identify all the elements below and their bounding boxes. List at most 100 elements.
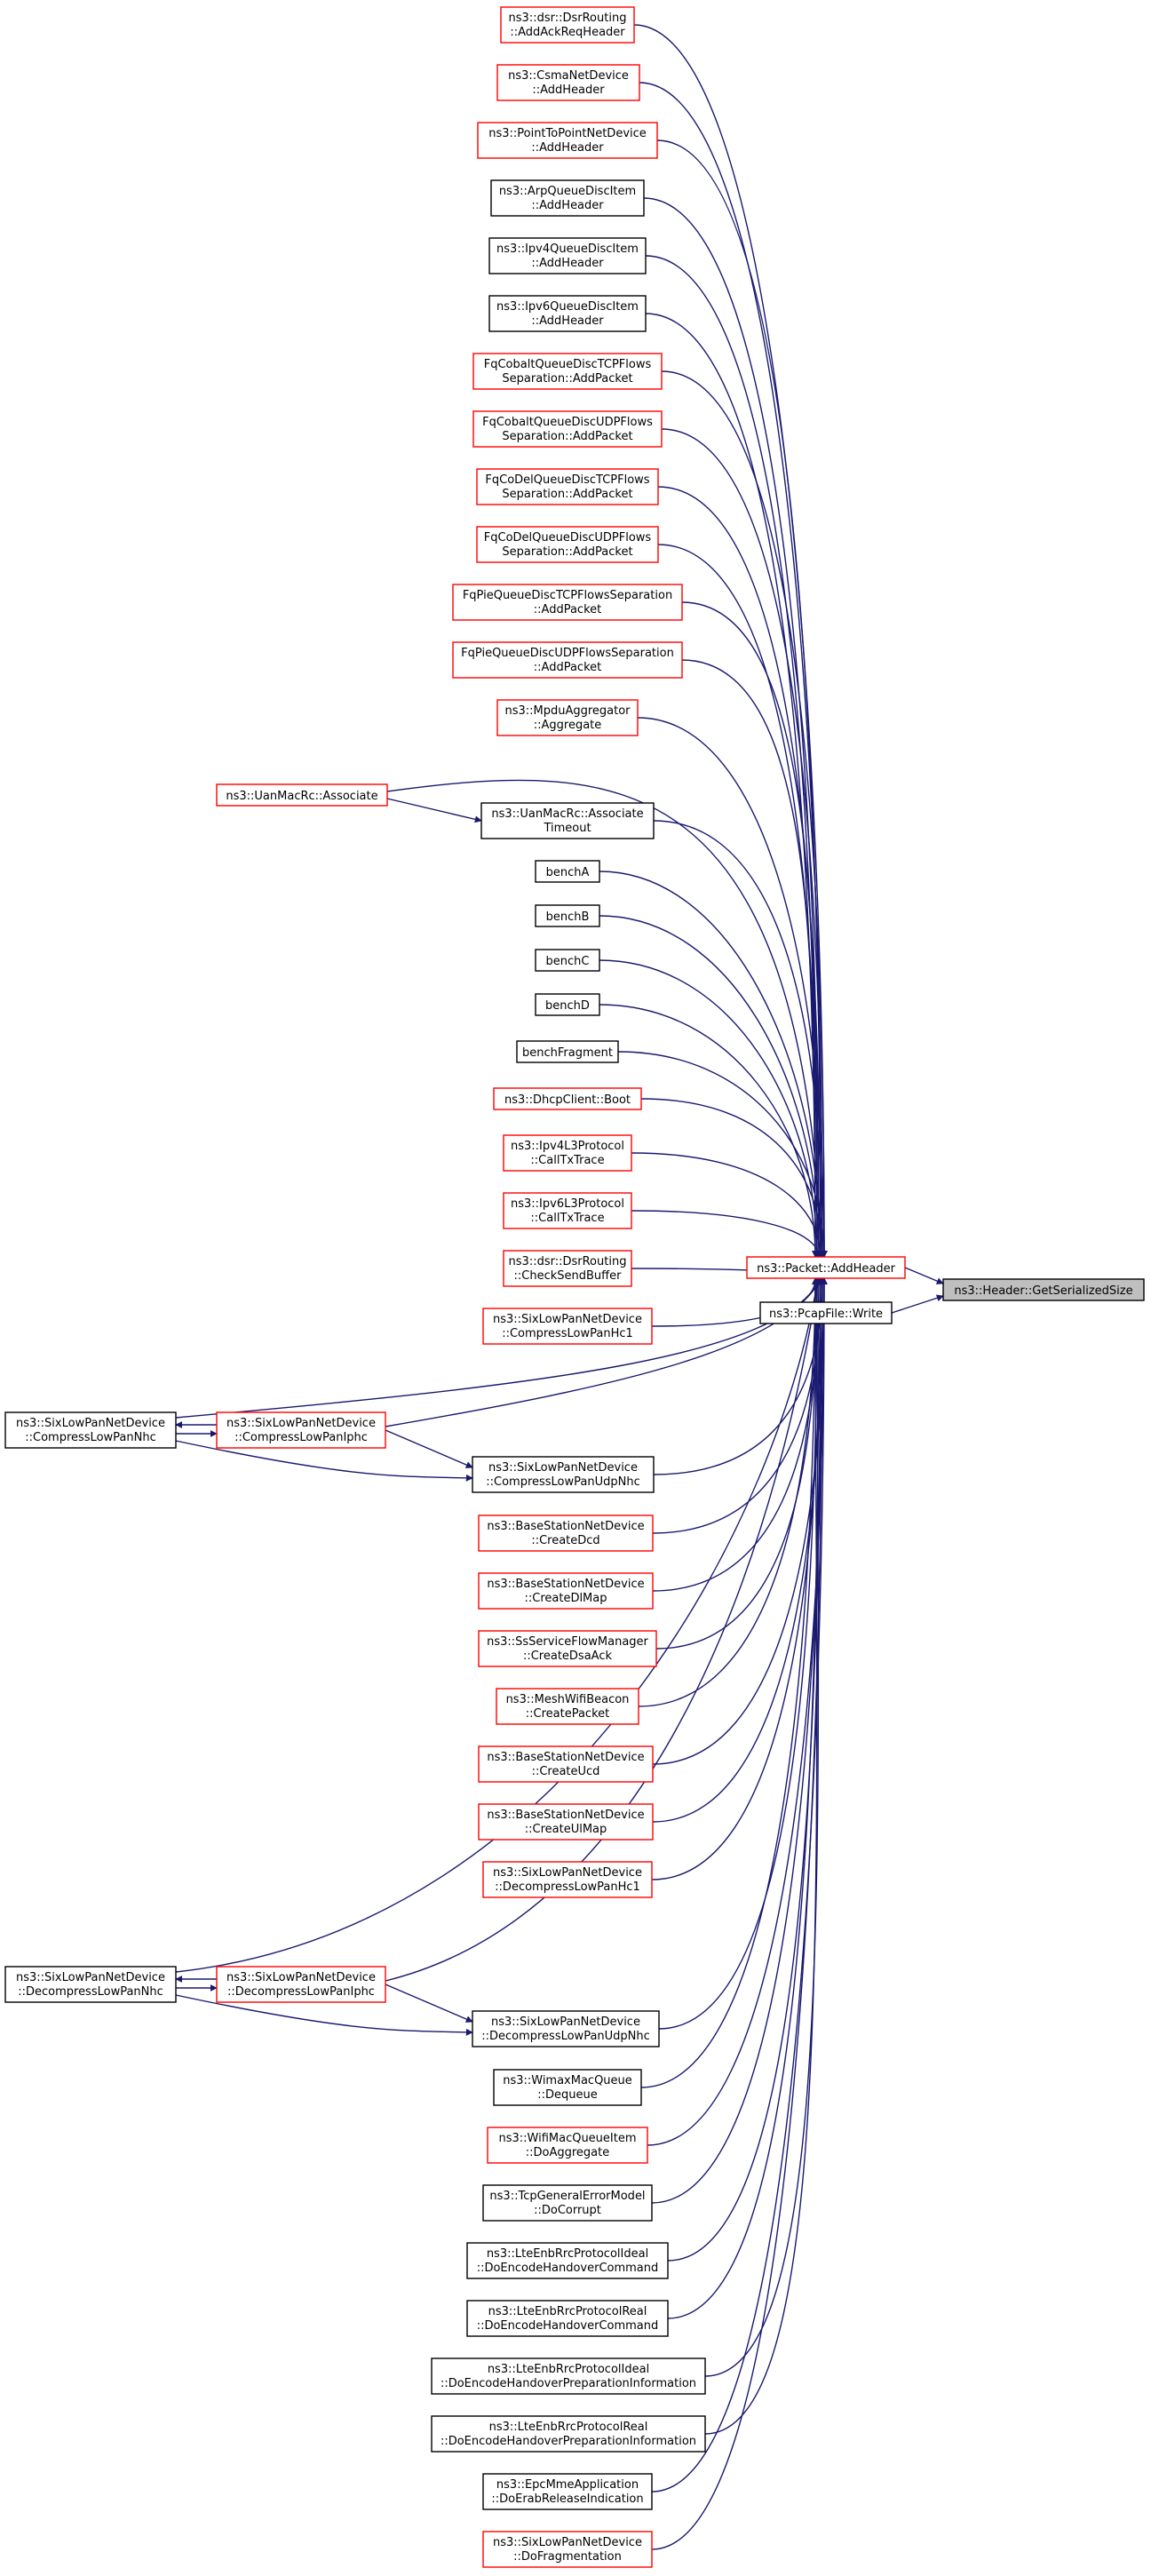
- node-header-getserializedsize[interactable]: ns3::Header::GetSerializedSize: [942, 1278, 1145, 1301]
- node-label: ::AddHeader: [531, 199, 604, 212]
- node-n18[interactable]: benchFragment: [516, 1040, 619, 1063]
- node-box: [496, 64, 640, 101]
- node-label: ::AddPacket: [534, 603, 601, 616]
- node-n36[interactable]: ns3::WifiMacQueueItem::DoAggregate: [487, 2127, 648, 2164]
- node-box: [478, 1572, 654, 1610]
- node-n11[interactable]: FqPieQueueDiscUDPFlowsSeparation::AddPac…: [452, 641, 683, 679]
- node-label: ns3::SixLowPanNetDevice: [16, 1417, 165, 1430]
- node-n10[interactable]: FqPieQueueDiscTCPFlowsSeparation::AddPac…: [452, 584, 683, 621]
- node-box: [216, 1411, 386, 1449]
- node-label: ns3::dsr::DsrRouting: [509, 1255, 627, 1268]
- node-label: ::AddAckReqHeader: [510, 26, 625, 39]
- node-n37[interactable]: ns3::TcpGeneralErrorModel::DoCorrupt: [482, 2184, 653, 2222]
- node-n12[interactable]: ns3::MpduAggregator::Aggregate: [496, 699, 639, 736]
- edge-n0-to-addheader: [633, 24, 828, 1258]
- node-n38[interactable]: ns3::LteEnbRrcProtocolIdeal::DoEncodeHan…: [466, 2242, 669, 2279]
- edge-n7-to-addheader: [661, 428, 826, 1258]
- node-l1[interactable]: ns3::SixLowPanNetDevice::CompressLowPanN…: [4, 1411, 177, 1449]
- node-n4[interactable]: ns3::Ipv4QueueDiscItem::AddHeader: [488, 237, 647, 274]
- node-l0[interactable]: ns3::UanMacRc::Associate: [216, 783, 388, 807]
- edge-n12-to-addheader: [637, 717, 828, 1258]
- node-label: ns3::SixLowPanNetDevice: [488, 1461, 638, 1475]
- node-n27[interactable]: ns3::BaseStationNetDevice::CreateDlMap: [478, 1572, 654, 1610]
- node-n14[interactable]: benchA: [535, 860, 600, 883]
- node-box: [490, 179, 645, 217]
- node-n2[interactable]: ns3::PointToPointNetDevice::AddHeader: [477, 122, 658, 159]
- node-n5[interactable]: ns3::Ipv6QueueDiscItem::AddHeader: [488, 295, 647, 332]
- node-n9[interactable]: FqCoDelQueueDiscUDPFlowsSeparation::AddP…: [476, 526, 659, 563]
- node-n21[interactable]: ns3::Ipv6L3Protocol::CallTxTrace: [503, 1192, 632, 1229]
- node-label: ::DecompressLowPanHc1: [495, 1880, 640, 1894]
- node-n19[interactable]: ns3::DhcpClient::Boot: [493, 1087, 642, 1110]
- node-label: ::Aggregate: [534, 719, 602, 732]
- node-label: ::AddPacket: [534, 661, 601, 674]
- node-n30[interactable]: ns3::BaseStationNetDevice::CreateUcd: [478, 1745, 654, 1783]
- node-label: benchB: [546, 910, 590, 924]
- node-n24[interactable]: ns3::SixLowPanNetDevice::CompressLowPanI…: [216, 1411, 386, 1449]
- node-n29[interactable]: ns3::MeshWifiBeacon::CreatePacket: [496, 1688, 639, 1725]
- node-label: Separation::AddPacket: [502, 430, 632, 443]
- edge-n6-to-addheader: [661, 370, 828, 1258]
- node-label: ::DoFragmentation: [513, 2550, 622, 2564]
- node-n28[interactable]: ns3::SsServiceFlowManager::CreateDsaAck: [478, 1630, 657, 1667]
- node-label: ns3::BaseStationNetDevice: [487, 1578, 644, 1591]
- node-box: [216, 783, 388, 807]
- edge-pcapwrite-to-getserializedsize: [891, 1294, 944, 1314]
- node-n41[interactable]: ns3::LteEnbRrcProtocolReal::DoEncodeHand…: [431, 2415, 706, 2453]
- node-n43[interactable]: ns3::SixLowPanNetDevice::DoFragmentation: [482, 2531, 653, 2568]
- node-box: [476, 526, 659, 563]
- node-n25[interactable]: ns3::SixLowPanNetDevice::CompressLowPanU…: [472, 1456, 655, 1493]
- node-n22[interactable]: ns3::dsr::DsrRouting::CheckSendBuffer: [503, 1250, 632, 1287]
- edge-n13-to-addheader: [653, 820, 826, 1258]
- node-label: ::DoCorrupt: [534, 2204, 601, 2217]
- node-n15[interactable]: benchB: [535, 904, 600, 927]
- node-n23[interactable]: ns3::SixLowPanNetDevice::CompressLowPanH…: [482, 1308, 653, 1345]
- node-n26[interactable]: ns3::BaseStationNetDevice::CreateDcd: [478, 1515, 654, 1552]
- node-pcapfile-write[interactable]: ns3::PcapFile::Write: [759, 1301, 893, 1324]
- edge-n37-to-addheader: [651, 1277, 826, 2204]
- node-n8[interactable]: FqCoDelQueueDiscTCPFlowsSeparation::AddP…: [476, 468, 659, 505]
- node-n1[interactable]: ns3::CsmaNetDevice::AddHeader: [496, 64, 640, 101]
- edge-n21-to-addheader: [631, 1210, 822, 1258]
- node-n3[interactable]: ns3::ArpQueueDiscItem::AddHeader: [490, 179, 645, 217]
- node-label: ns3::SixLowPanNetDevice: [226, 1417, 376, 1430]
- node-label: ::CheckSendBuffer: [514, 1269, 623, 1283]
- node-n31[interactable]: ns3::BaseStationNetDevice::CreateUlMap: [478, 1803, 654, 1841]
- node-box: [503, 1192, 632, 1229]
- node-n0[interactable]: ns3::dsr::DsrRouting::AddAckReqHeader: [500, 6, 635, 44]
- node-label: benchA: [546, 866, 590, 879]
- node-box: [478, 1515, 654, 1552]
- node-l2[interactable]: ns3::SixLowPanNetDevice::DecompressLowPa…: [4, 1966, 177, 2003]
- node-label: ::Dequeue: [537, 2088, 598, 2102]
- node-n39[interactable]: ns3::LteEnbRrcProtocolReal::DoEncodeHand…: [466, 2300, 669, 2337]
- node-label: ns3::SixLowPanNetDevice: [16, 1971, 165, 1984]
- node-n33[interactable]: ns3::SixLowPanNetDevice::DecompressLowPa…: [216, 1966, 386, 2003]
- node-label: ns3::MeshWifiBeacon: [506, 1693, 630, 1706]
- node-box: [478, 1745, 654, 1783]
- node-box: [477, 122, 658, 159]
- node-n7[interactable]: FqCobaltQueueDiscUDPFlowsSeparation::Add…: [472, 410, 663, 448]
- node-label: ns3::MpduAggregator: [504, 704, 631, 718]
- node-label: ns3::DhcpClient::Boot: [504, 1093, 631, 1107]
- node-label: ns3::ArpQueueDiscItem: [499, 185, 636, 198]
- node-n42[interactable]: ns3::EpcMmeApplication::DoErabReleaseInd…: [482, 2473, 653, 2510]
- edge-n19-to-addheader: [640, 1098, 826, 1258]
- node-n35[interactable]: ns3::WimaxMacQueue::Dequeue: [493, 2069, 642, 2106]
- node-n16[interactable]: benchC: [535, 949, 600, 972]
- node-box: [503, 1134, 632, 1172]
- node-box: [431, 2357, 706, 2395]
- node-n40[interactable]: ns3::LteEnbRrcProtocolIdeal::DoEncodeHan…: [431, 2357, 706, 2395]
- node-box: [472, 353, 663, 390]
- node-n6[interactable]: FqCobaltQueueDiscTCPFlowsSeparation::Add…: [472, 353, 663, 390]
- node-n34[interactable]: ns3::SixLowPanNetDevice::DecompressLowPa…: [472, 2010, 660, 2047]
- node-n32[interactable]: ns3::SixLowPanNetDevice::DecompressLowPa…: [482, 1861, 653, 1898]
- node-label: ns3::SixLowPanNetDevice: [493, 1313, 642, 1326]
- node-n17[interactable]: benchD: [535, 993, 600, 1016]
- node-packet-addheader[interactable]: ns3::Packet::AddHeader: [746, 1256, 906, 1279]
- node-label: ::DecompressLowPanUdpNhc: [481, 2030, 650, 2043]
- node-n20[interactable]: ns3::Ipv4L3Protocol::CallTxTrace: [503, 1134, 632, 1172]
- node-box: [478, 1803, 654, 1841]
- node-label: ns3::BaseStationNetDevice: [487, 1809, 644, 1822]
